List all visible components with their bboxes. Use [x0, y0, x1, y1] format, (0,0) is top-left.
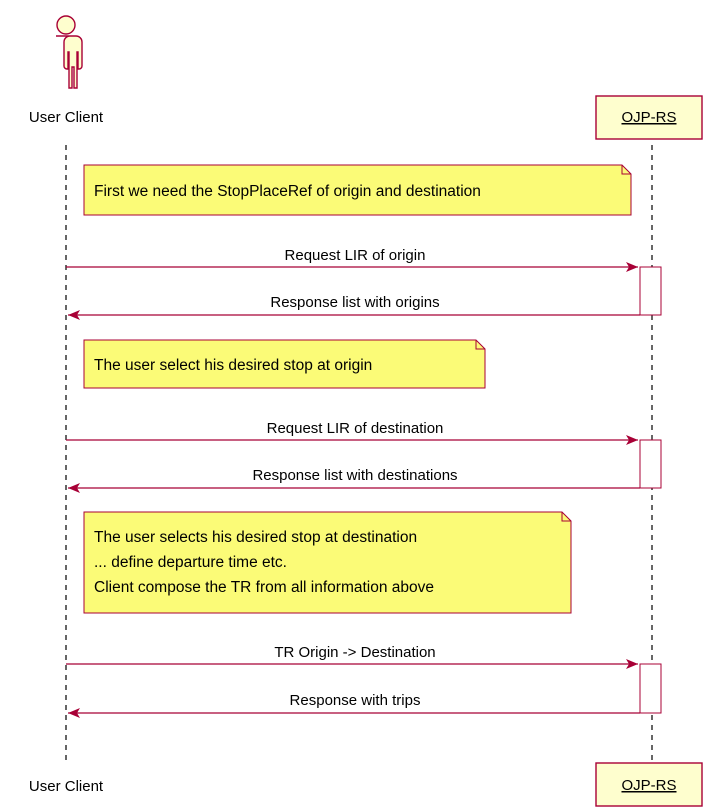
- ojp-rs-box-top: [595, 95, 703, 140]
- note-line: ... define departure time etc.: [94, 554, 287, 571]
- request-lir-destination-label: Request LIR of destination: [267, 420, 444, 437]
- note-line: Client compose the TR from all informati…: [94, 579, 434, 596]
- ojp-rs-label-bottom: OJP-RS: [621, 777, 676, 794]
- note-select-origin: The user select his desired stop at orig…: [83, 339, 486, 389]
- note-line: The user select his desired stop at orig…: [94, 357, 372, 374]
- ojp-rs-activation-3: [639, 663, 662, 714]
- user-client-label-bottom: User Client: [29, 778, 104, 795]
- request-lir-origin-label: Request LIR of origin: [285, 247, 426, 264]
- response-trips-label: Response with trips: [290, 692, 421, 709]
- ojp-rs-activation-1: [639, 266, 662, 316]
- note-line: The user selects his desired stop at des…: [94, 529, 417, 546]
- response-destinations-label: Response list with destinations: [252, 467, 457, 484]
- note-stopplaceref: First we need the StopPlaceRef of origin…: [83, 164, 632, 216]
- tr-origin-destination-label: TR Origin -> Destination: [274, 644, 435, 661]
- ojp-rs-box-bottom: [595, 762, 703, 807]
- ojp-rs-activation-2: [639, 439, 662, 489]
- note-select-destination: The user selects his desired stop at des…: [83, 511, 572, 614]
- user-client-label-top: User Client: [29, 109, 104, 126]
- user-client-actor-icon: [56, 15, 83, 89]
- ojp-rs-label-top: OJP-RS: [621, 109, 676, 126]
- note-line: First we need the StopPlaceRef of origin…: [94, 183, 481, 200]
- response-origins-label: Response list with origins: [270, 294, 439, 311]
